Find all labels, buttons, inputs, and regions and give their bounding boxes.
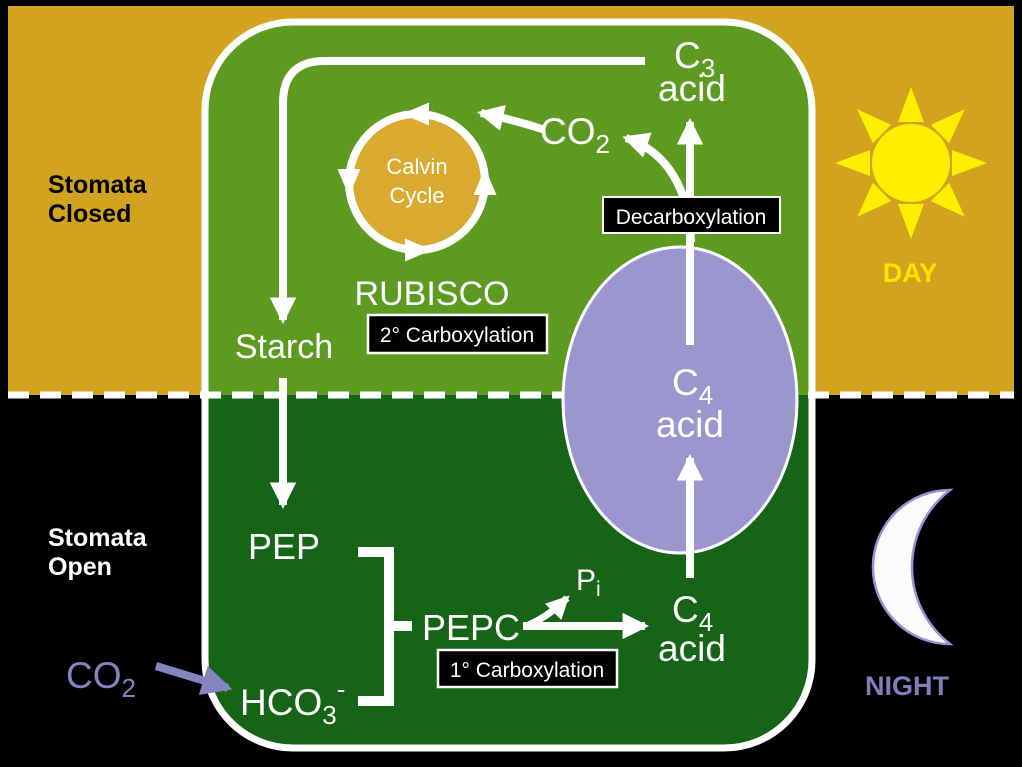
sun-icon <box>835 87 987 239</box>
rubisco-label: RUBISCO <box>355 275 510 313</box>
primary-carboxylation-box: 1° Carboxylation <box>436 648 619 689</box>
calvin-cycle-circle <box>345 110 489 254</box>
c3-acid-label: C3acid <box>658 35 726 109</box>
arrow-pepc-to-pi <box>522 595 570 631</box>
starch-label: Starch <box>235 328 333 366</box>
bracket-pep-hco3 <box>358 547 412 706</box>
pep-label: PEP <box>248 526 320 567</box>
arrow-co2-to-hco3 <box>154 662 233 695</box>
co2-day-label: CO2 <box>540 111 610 159</box>
secondary-carboxylation-box: 2° Carboxylation <box>366 313 549 355</box>
arrow-co2-to-calvin-cycle <box>477 104 547 134</box>
pi-label: Pi <box>576 564 601 601</box>
night-label: NIGHT <box>865 671 950 701</box>
primary-carboxylation-label: 1° Carboxylation <box>450 659 604 682</box>
moon-icon <box>871 488 954 646</box>
decarboxylation-box: Decarboxylation <box>602 196 781 234</box>
cell-membrane <box>201 18 816 752</box>
hco3-label: HCO3- <box>240 674 345 730</box>
arrow-c3-to-starch <box>269 57 645 324</box>
vacuole <box>561 245 799 555</box>
co2-night-label: CO2 <box>66 655 136 703</box>
secondary-carboxylation-label: 2° Carboxylation <box>380 324 534 347</box>
day-label: DAY <box>883 258 938 288</box>
pepc-label: PEPC <box>422 607 520 648</box>
decarboxylation-label: Decarboxylation <box>616 206 767 229</box>
